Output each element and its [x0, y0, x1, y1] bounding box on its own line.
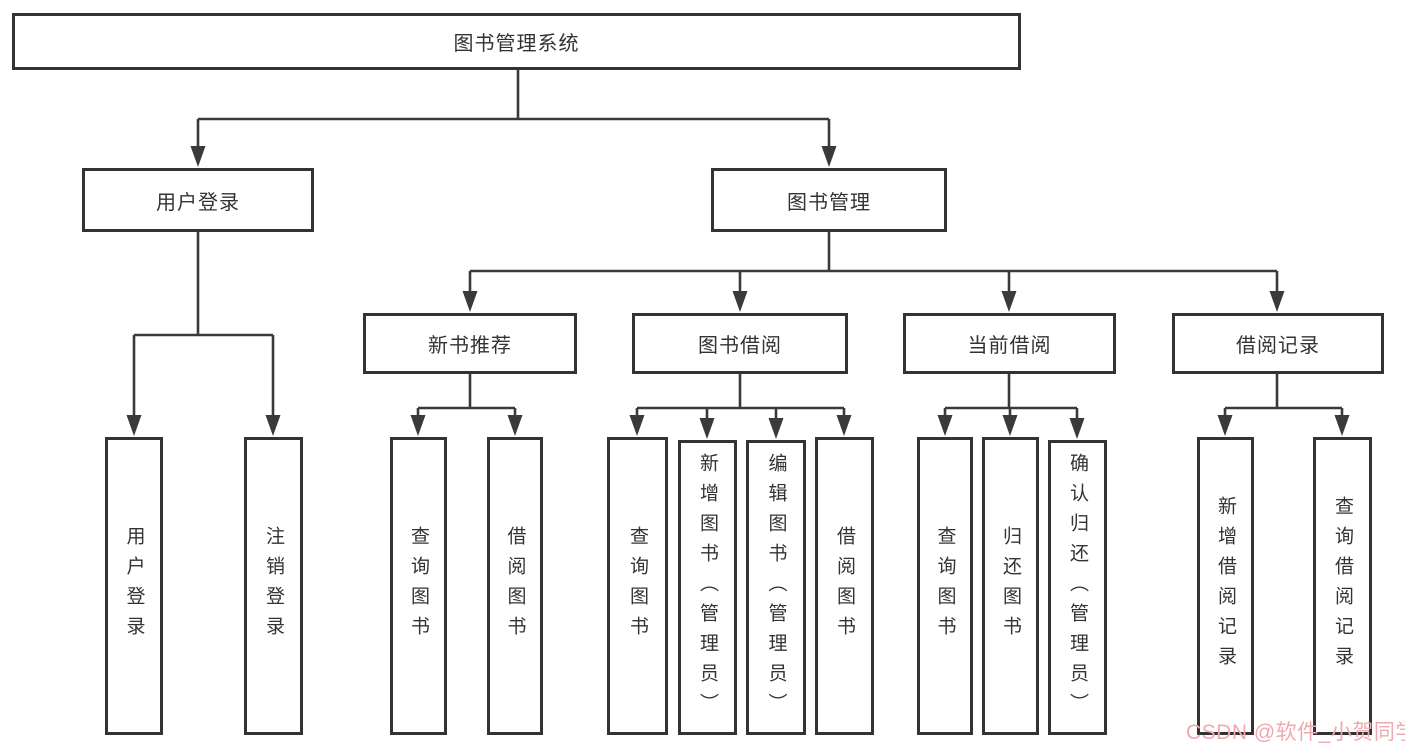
node-user-login: 用户登录: [82, 168, 314, 232]
leaf-add-books-admin: 新增图书（管理员）: [678, 440, 737, 735]
leaf-query-borrow-record: 查询借阅记录: [1313, 437, 1372, 735]
leaf-add-borrow-record: 新增借阅记录: [1197, 437, 1254, 735]
leaf-query-books-current: 查询图书: [917, 437, 973, 735]
leaf-confirm-return-admin: 确认归还（管理员）: [1048, 440, 1107, 735]
arrowheads: [126, 146, 1350, 439]
leaf-borrow-books-recommend: 借阅图书: [487, 437, 543, 735]
node-current-borrow: 当前借阅: [903, 313, 1116, 374]
node-library-system: 图书管理系统: [12, 13, 1021, 70]
leaf-borrow-books: 借阅图书: [815, 437, 874, 735]
leaf-logout: 注销登录: [244, 437, 303, 735]
watermark: CSDN @软件_小贺同学: [1186, 721, 1405, 744]
node-book-management: 图书管理: [711, 168, 947, 232]
leaf-edit-books-admin: 编辑图书（管理员）: [746, 440, 806, 735]
leaf-user-login: 用户登录: [105, 437, 163, 735]
leaf-query-books-borrow: 查询图书: [607, 437, 668, 735]
node-book-borrow: 图书借阅: [632, 313, 848, 374]
leaf-return-books: 归还图书: [982, 437, 1039, 735]
leaf-query-books-recommend: 查询图书: [390, 437, 447, 735]
node-borrow-records: 借阅记录: [1172, 313, 1384, 374]
node-new-book-recommend: 新书推荐: [363, 313, 577, 374]
